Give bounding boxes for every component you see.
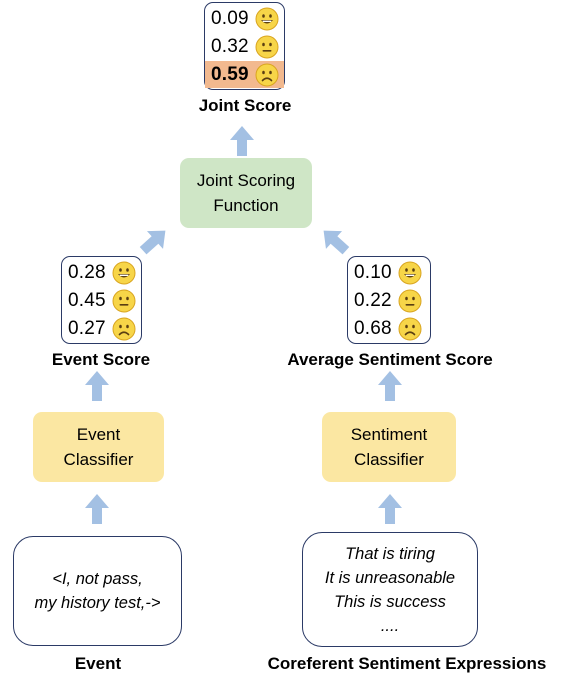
sad-face-icon <box>398 317 422 340</box>
arrow-sentiment-input-to-classifier <box>378 494 402 524</box>
joint-score-row-sad-highlighted: 0.59 <box>205 61 284 88</box>
joint-score-row-happy: 0.09 <box>205 5 284 32</box>
sentiment-expression-ellipsis: .... <box>380 616 400 635</box>
event-input-box: <I, not pass, my history test,-> <box>13 536 182 646</box>
event-score-row-sad: 0.27 <box>62 315 141 342</box>
joint-score-row-neutral: 0.32 <box>205 33 284 60</box>
sad-face-icon <box>255 63 279 86</box>
sentiment-score-row-neutral: 0.22 <box>348 287 430 314</box>
joint-score-caption: Joint Score <box>198 96 292 115</box>
sentiment-classifier-line2: Classifier <box>354 450 424 469</box>
sentiment-classifier-box: Sentiment Classifier <box>322 412 456 482</box>
joint-score-happy-value: 0.09 <box>211 7 249 29</box>
arrow-event-classifier-to-score <box>85 371 109 401</box>
happy-face-icon <box>112 261 136 284</box>
joint-score-sad-value: 0.59 <box>211 63 249 85</box>
sentiment-score-caption: Average Sentiment Score <box>287 350 493 369</box>
arrow-function-to-joint-score <box>230 126 254 156</box>
event-score-box: 0.28 0.45 0.27 <box>61 256 142 344</box>
sentiment-score-sad-value: 0.68 <box>354 317 392 339</box>
event-score-neutral-value: 0.45 <box>68 289 106 311</box>
neutral-face-icon <box>255 35 279 58</box>
neutral-face-icon <box>398 289 422 312</box>
arrow-event-score-to-function <box>135 221 174 260</box>
event-classifier-line1: Event <box>76 425 121 444</box>
sentiment-score-happy-value: 0.10 <box>354 261 392 283</box>
sentiment-score-box: 0.10 0.22 0.68 <box>347 256 431 344</box>
event-classifier-box: Event Classifier <box>33 412 164 482</box>
sad-face-icon <box>112 317 136 340</box>
sentiment-expression-1: That is tiring <box>345 544 435 563</box>
joint-function-line1: Joint Scoring <box>196 171 296 190</box>
sentiment-expression-3: This is success <box>334 592 446 611</box>
sentiment-expression-2: It is unreasonable <box>324 568 456 587</box>
joint-score-neutral-value: 0.32 <box>211 35 249 57</box>
sentiment-classifier-line1: Sentiment <box>350 425 428 444</box>
event-input-caption: Event <box>74 654 122 673</box>
sentiment-expressions-box: That is tiring It is unreasonable This i… <box>302 532 478 647</box>
sentiment-score-row-sad: 0.68 <box>348 315 430 342</box>
happy-face-icon <box>255 7 279 30</box>
joint-score-box: 0.09 0.32 0.59 <box>204 2 285 90</box>
event-input-line2: my history test,-> <box>34 594 161 612</box>
arrow-event-input-to-classifier <box>85 494 109 524</box>
event-score-caption: Event Score <box>51 350 151 369</box>
arrow-sentiment-score-to-function <box>315 221 354 260</box>
event-score-row-neutral: 0.45 <box>62 287 141 314</box>
sentiment-expressions-caption: Coreferent Sentiment Expressions <box>267 654 547 673</box>
event-input-line1: <I, not pass, <box>52 570 143 588</box>
event-score-sad-value: 0.27 <box>68 317 106 339</box>
sentiment-score-row-happy: 0.10 <box>348 259 430 286</box>
event-score-happy-value: 0.28 <box>68 261 106 283</box>
arrow-sentiment-classifier-to-score <box>378 371 402 401</box>
joint-function-line2: Function <box>213 196 279 215</box>
event-score-row-happy: 0.28 <box>62 259 141 286</box>
neutral-face-icon <box>112 289 136 312</box>
sentiment-score-neutral-value: 0.22 <box>354 289 392 311</box>
happy-face-icon <box>398 261 422 284</box>
joint-scoring-function-box: Joint Scoring Function <box>180 158 312 228</box>
event-classifier-line2: Classifier <box>63 450 134 469</box>
